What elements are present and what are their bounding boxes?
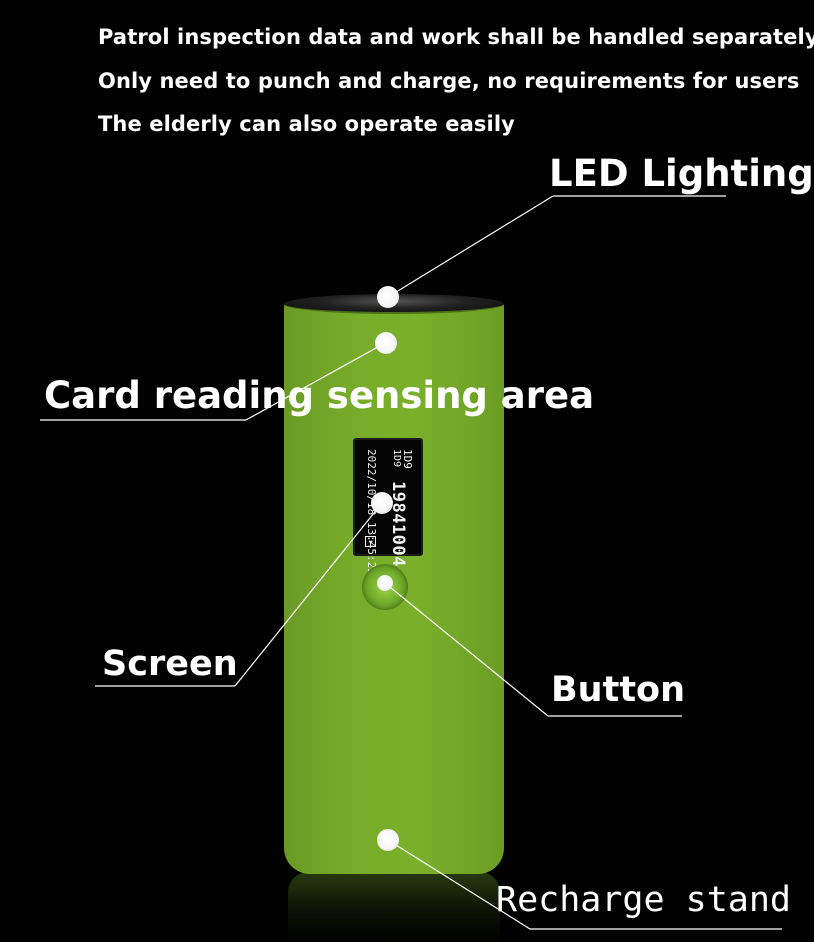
button-marker [377, 575, 393, 591]
stand-marker [377, 829, 399, 851]
led-leader [387, 195, 554, 298]
intro-text: Patrol inspection data and work shall be… [98, 16, 814, 147]
screen-id: 19841004 [388, 481, 408, 567]
intro-line-3: The elderly can also operate easily [98, 112, 515, 136]
screen-marker [371, 492, 393, 514]
callout-led-lighting: LED Lighting [549, 152, 814, 195]
screen-line-1: 1D9 [401, 449, 414, 469]
screen-line-2: 1D9 [391, 449, 402, 468]
device-reflection [288, 872, 500, 942]
intro-line-2: Only need to punch and charge, no requir… [98, 68, 800, 93]
callout-recharge-stand: Recharge stand [496, 880, 792, 920]
battery-icon: ▮ [365, 536, 376, 547]
led-marker [377, 286, 399, 308]
intro-line-1: Patrol inspection data and work shall be… [98, 25, 814, 49]
callout-button: Button [551, 670, 686, 710]
card-marker [375, 332, 397, 354]
callout-card-reading: Card reading sensing area [44, 374, 595, 417]
callout-screen: Screen [102, 644, 238, 684]
